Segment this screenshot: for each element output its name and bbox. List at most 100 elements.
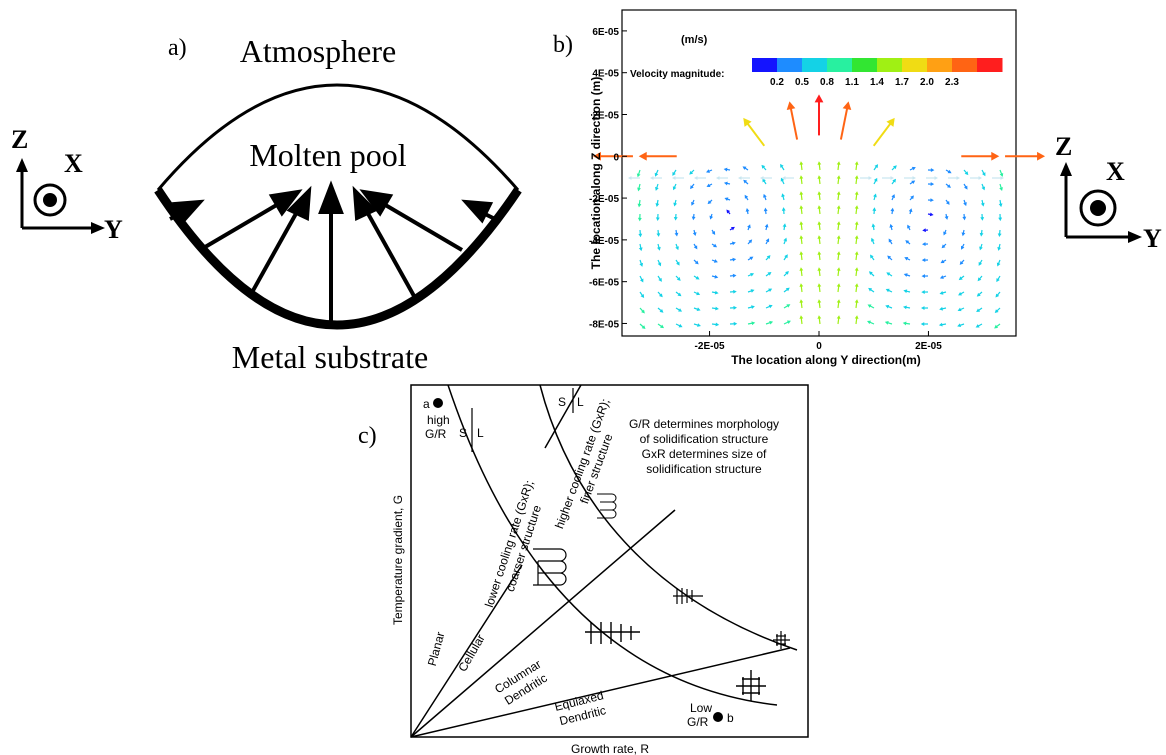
field-arrow (639, 307, 645, 314)
field-arrow (711, 229, 716, 235)
field-arrow (854, 299, 859, 309)
field-arrow (836, 315, 841, 325)
legend-level-label: 0.2 (770, 77, 784, 88)
fine-dendrite-glyph (673, 588, 703, 604)
field-arrow (868, 287, 875, 293)
field-arrow (958, 275, 965, 281)
legend-swatch (927, 58, 953, 72)
field-arrow (637, 199, 642, 208)
y-tick-label: -2E-05 (589, 194, 619, 205)
field-arrow (783, 237, 787, 245)
field-arrow (981, 169, 986, 177)
field-arrow (903, 273, 911, 277)
field-arrow (980, 213, 985, 221)
field-arrow (854, 235, 859, 245)
field-arrow (747, 239, 753, 245)
field-arrow (963, 199, 967, 207)
panel-b: b) 6E-054E-052E-050-2E-05-4E-05-6E-05-8E… (553, 9, 1162, 367)
pool-bottom-boundary (154, 187, 522, 330)
field-arrow (927, 198, 934, 203)
diagram-frame (410, 384, 809, 738)
point-a-label: a (423, 397, 430, 411)
legend-colorbar (752, 58, 1003, 72)
field-arrow (836, 299, 841, 309)
surface-layer-arrow (716, 176, 728, 180)
surface-layer-arrow (628, 176, 640, 180)
field-arrow (747, 305, 755, 309)
field-arrow (999, 183, 1003, 192)
field-arrow (996, 259, 1001, 267)
surface-layer-arrow (970, 176, 982, 180)
field-arrow (943, 229, 947, 236)
field-arrow (995, 291, 1001, 298)
field-arrow (963, 169, 969, 176)
field-arrow (780, 163, 785, 171)
field-arrow (997, 229, 1002, 238)
surface-layer-arrow (904, 176, 916, 180)
field-arrow (867, 304, 875, 309)
y-tick-label: -6E-05 (589, 278, 619, 289)
field-arrow (836, 251, 841, 261)
field-arrow (691, 199, 695, 206)
field-arrow (927, 182, 935, 187)
field-arrow (711, 259, 718, 263)
field-arrow (854, 175, 859, 185)
point-b-marker (713, 712, 723, 722)
field-arrow (799, 161, 804, 171)
columnar-dendrite-glyph (585, 622, 640, 644)
x-tick-label: -2E-05 (695, 341, 725, 352)
field-arrow (854, 283, 859, 293)
legend-swatch (952, 58, 978, 72)
velocity-arrow (839, 101, 852, 140)
field-arrow (657, 275, 662, 282)
field-arrow (711, 322, 720, 327)
surface-layer-arrow (948, 176, 960, 180)
field-arrow (799, 191, 804, 201)
field-arrow (994, 323, 1001, 329)
field-arrow (941, 243, 947, 249)
point-b-label: b (727, 711, 734, 725)
field-arrow (711, 243, 718, 248)
legend-level-label: 1.4 (870, 77, 884, 88)
field-arrow (675, 291, 682, 297)
field-arrow (854, 251, 859, 261)
surface-layer-arrow (882, 176, 894, 180)
velocity-arrow (786, 101, 799, 140)
field-arrow (799, 283, 804, 293)
surface-layer-arrow (782, 176, 794, 180)
field-arrow (637, 183, 641, 192)
field-arrow (957, 323, 965, 328)
field-arrow (674, 229, 679, 237)
field-arrow (884, 321, 893, 325)
surface-layer-arrow (672, 176, 684, 180)
legend-swatch (827, 58, 853, 72)
field-arrow (706, 183, 713, 187)
field-arrow (729, 321, 738, 326)
molten-pool-label: Molten pool (249, 137, 406, 173)
s-label-right: S (558, 395, 566, 409)
field-arrow (763, 193, 767, 201)
field-arrow (902, 321, 911, 326)
field-arrow (817, 251, 822, 261)
field-arrow (939, 275, 947, 279)
note-line1: G/R determines morphology (629, 417, 779, 431)
field-arrow (782, 223, 787, 231)
l-label-left: L (477, 426, 484, 440)
high-gr-line2: G/R (425, 427, 447, 441)
field-arrow (690, 183, 695, 190)
field-arrow (870, 237, 875, 245)
field-arrow (783, 254, 788, 261)
field-arrow (693, 259, 699, 265)
legend-level-label: 1.1 (845, 77, 859, 88)
field-arrow (962, 213, 967, 221)
y-tick-label: 4E-05 (592, 69, 619, 80)
field-arrow (747, 256, 754, 261)
surface-layer-arrow (760, 176, 772, 180)
field-arrow (763, 207, 768, 215)
field-arrow (873, 177, 878, 185)
axis-x-label: X (64, 149, 83, 178)
field-arrow (940, 259, 947, 264)
field-arrow (765, 238, 770, 245)
field-arrow (747, 224, 751, 231)
